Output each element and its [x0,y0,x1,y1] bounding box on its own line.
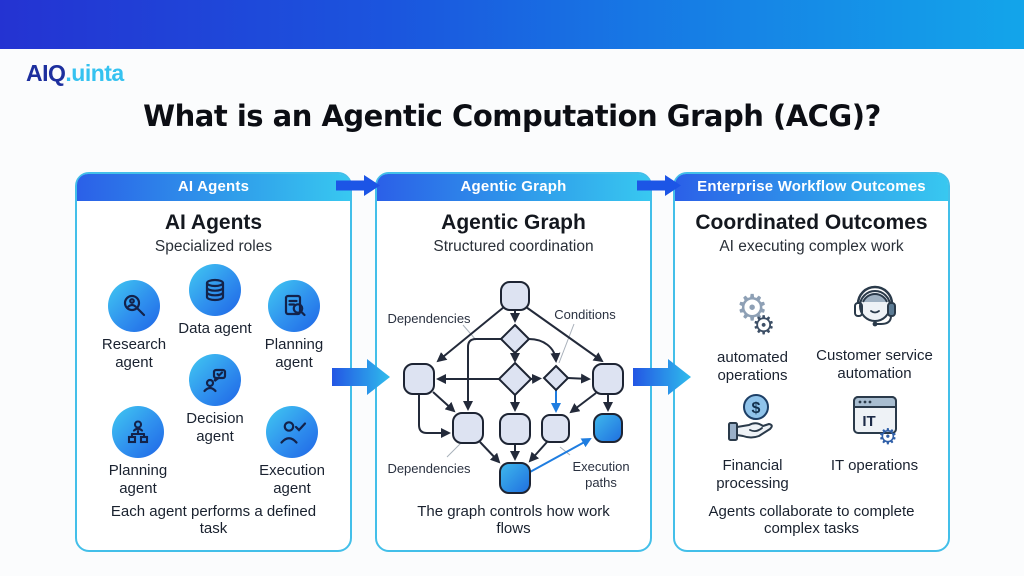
panel-agentic-graph-subtitle: Structured coordination [433,238,594,255]
task-node [592,363,624,395]
task-node [541,414,570,443]
agent-label: Planning agent [264,336,324,372]
flow-arrow-right-2 [633,359,691,395]
outcome-label: automated operations [717,349,788,384]
graph-nodes [403,281,624,494]
active-node [499,462,531,494]
agent-label: Planning agent [108,462,168,498]
condition-node [499,323,531,355]
graph-label-dependencies-top: Dependencies [387,311,471,326]
dollar-sign: $ [751,400,760,417]
panel-ai-agents-caption: Each agent performs a defined task [110,502,317,537]
agentic-graph-diagram: Dependencies Conditions Dependencies Exe… [387,281,630,494]
agent-label: Data agent [178,320,252,337]
panel-outcomes-caption: Agents collaborate to complete complex t… [708,502,915,537]
gears-icon: ⚙ ⚙ [736,288,775,341]
it-text: IT [862,413,875,430]
panel-outcomes-title: Coordinated Outcomes [695,211,928,234]
outcome-it-operations: IT ⚙ IT operations [812,390,937,475]
graph-label-dependencies-bottom: Dependencies [387,461,471,476]
svg-text:⚙: ⚙ [752,311,775,340]
document-search-icon [268,280,320,332]
outcome-automated-operations: ⚙ ⚙ automated operations [690,282,815,385]
person-chat-icon [189,354,241,406]
page-title: What is an Agentic Computation Graph (AC… [143,99,881,133]
person-check-icon [266,406,318,458]
agent-label: Execution agent [259,462,325,498]
graph-label-execution-paths-2: paths [585,475,617,490]
graph-label-execution-paths-1: Execution [572,459,629,474]
panel-agentic-graph: Agentic Graph Agentic Graph Structured c… [375,172,652,552]
svg-text:⚙: ⚙ [878,425,898,448]
panel-agentic-graph-title: Agentic Graph [441,211,586,234]
header-arrow-right-2 [637,175,681,196]
hand-coin-icon: $ [727,394,773,441]
agent-research: Research agent [89,280,179,373]
execution-path-edges [529,390,592,473]
label-leader-lines [446,323,575,458]
database-icon [189,264,241,316]
magnifier-icon [108,280,160,332]
outcome-financial-processing: $ Financial processing [690,390,815,493]
outcome-label: Financial processing [716,457,789,492]
outcome-label: Customer service automation [816,347,933,382]
agent-decision: Decision agent [170,354,260,447]
task-node [500,281,530,311]
agent-label: Research agent [101,336,167,372]
agent-execution: Execution agent [247,406,337,499]
panel-agentic-graph-header: Agentic Graph [377,174,650,201]
headset-icon [853,285,896,327]
flow-arrow-right-1 [332,359,390,395]
agent-data: Data agent [170,264,260,338]
panel-outcomes-subtitle: AI executing complex work [719,238,904,255]
hierarchy-icon [112,406,164,458]
agent-label: Decision agent [186,410,244,446]
logo-part-cyan: .uinta [65,60,124,86]
it-window-icon: IT ⚙ [852,396,898,450]
panel-ai-agents-header: AI Agents [77,174,350,201]
top-banner [0,0,1024,49]
task-node [403,363,435,395]
task-node [452,412,484,444]
panel-ai-agents-title: AI Agents [164,211,263,234]
outcome-customer-service: Customer service automation [812,278,937,383]
outcome-label: IT operations [830,457,919,474]
header-arrow-right-1 [336,175,380,196]
active-node [593,413,623,443]
logo-part-navy: AIQ [26,60,66,86]
agent-planning-2: Planning agent [93,406,183,499]
agent-planning-1: Planning agent [249,280,339,373]
panel-agentic-graph-caption: The graph controls how work flows [417,502,610,537]
svg-text:⚙: ⚙ [736,288,768,329]
panel-outcomes-header: Enterprise Workflow Outcomes [675,174,948,201]
panel-ai-agents-subtitle: Specialized roles [154,238,273,255]
condition-node [497,361,533,397]
condition-node [542,364,570,392]
task-node [499,413,531,445]
graph-edges [418,306,613,464]
logo: AIQ.uinta [26,60,124,87]
panel-ai-agents: AI Agents AI Agents Specialized roles Re… [75,172,352,552]
panel-outcomes: Enterprise Workflow Outcomes Coordinated… [673,172,950,552]
graph-label-conditions: Conditions [554,307,616,322]
